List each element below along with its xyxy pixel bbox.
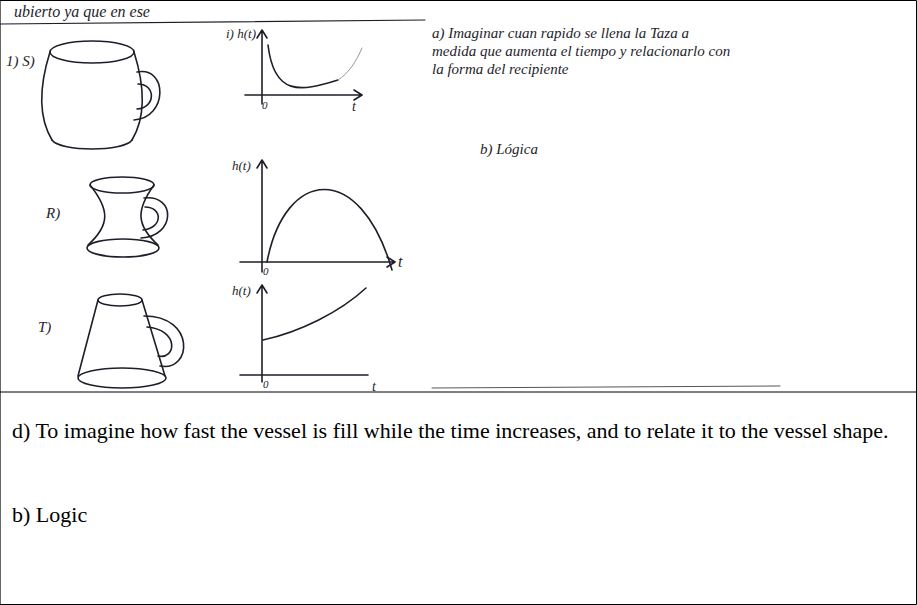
- answer-note: b) Lógica: [480, 140, 538, 158]
- ruled-line: [432, 386, 780, 388]
- ruled-line: [0, 20, 425, 24]
- axis-origin: 0: [262, 99, 268, 112]
- jug-sketch: [87, 177, 168, 257]
- graph: [245, 30, 362, 104]
- divider: [0, 392, 917, 393]
- axis-origin: 0: [263, 378, 269, 391]
- item-label: 1) S): [6, 52, 35, 70]
- graph: [240, 285, 368, 382]
- scan-text: ubierto ya que en ese: [14, 2, 150, 21]
- axis-label: i) h(t): [226, 26, 256, 42]
- graph: [240, 160, 395, 272]
- answer-note: a) Imaginar cuan rapido se llena la Taza…: [432, 24, 732, 78]
- jug-sketch: [42, 41, 160, 149]
- translation-text: d) To imagine how fast the vessel is fil…: [12, 418, 892, 444]
- axis-label: h(t): [232, 158, 251, 174]
- item-label: R): [46, 204, 60, 222]
- item-label: T): [38, 318, 51, 336]
- axis-label: t: [398, 252, 402, 271]
- axis-label: h(t): [232, 283, 251, 299]
- axis-label: t: [352, 98, 356, 115]
- jug-sketch: [78, 294, 184, 388]
- translation-text: b) Logic: [12, 502, 87, 528]
- axis-origin: 0: [263, 265, 269, 278]
- axis-label: t: [372, 378, 376, 395]
